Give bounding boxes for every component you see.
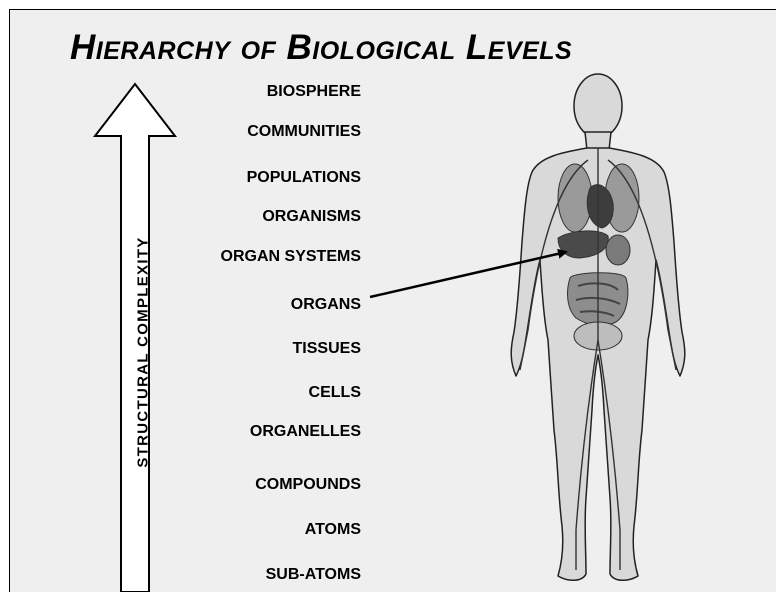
diagram-slide: Hierarchy of Biological Levels STRUCTURA… [9, 9, 776, 592]
left-lung [558, 164, 592, 232]
head-shape [574, 74, 622, 138]
human-body-illustration [10, 10, 776, 592]
stomach-shape [606, 235, 630, 265]
